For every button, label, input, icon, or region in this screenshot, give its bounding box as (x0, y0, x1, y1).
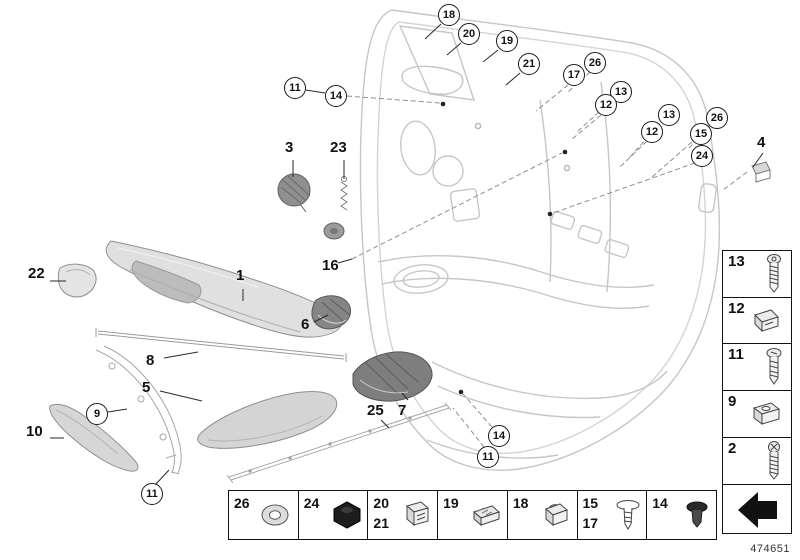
legend-row-13[interactable]: 13 (722, 250, 792, 298)
screw-icon (765, 254, 783, 294)
leader-lines-solid (50, 23, 764, 485)
callout-19[interactable]: 19 (496, 30, 518, 52)
part-9-carrier-bracket (95, 345, 182, 475)
plug-icon (683, 499, 711, 531)
legend-cell-label: 18 (512, 495, 529, 511)
legend-cell-26[interactable]: 26 (228, 490, 299, 540)
washer-icon (257, 501, 293, 529)
part-22-cover-cap (57, 263, 97, 298)
legend-symbol-box (722, 483, 792, 534)
legend-cell-label: 17 (582, 515, 599, 532)
part-16-grommet (323, 222, 345, 240)
callout-26b[interactable]: 26 (706, 107, 728, 129)
legend-row-label: 13 (728, 253, 745, 270)
callout-17[interactable]: 17 (563, 64, 585, 86)
clip-icon (470, 500, 502, 530)
door-panel-art (359, 9, 721, 471)
part-label-1[interactable]: 1 (236, 267, 245, 284)
callout-24[interactable]: 24 (691, 145, 713, 167)
screw-icon (765, 440, 783, 481)
legend-row-label: 12 (728, 299, 745, 317)
screw-icon (765, 348, 783, 386)
part-label-7[interactable]: 7 (398, 402, 407, 419)
legend-row-2[interactable]: 2 (722, 436, 792, 485)
direction-arrow-icon (734, 489, 780, 529)
callout-21[interactable]: 21 (518, 53, 540, 75)
part-label-16[interactable]: 16 (322, 257, 339, 274)
legend-cell-24[interactable]: 24 (297, 490, 369, 540)
callout-26[interactable]: 26 (584, 52, 606, 74)
part-5-armrest-pad (197, 391, 338, 449)
callout-11[interactable]: 11 (284, 77, 306, 99)
part-label-6[interactable]: 6 (301, 316, 310, 333)
legend-row-11[interactable]: 11 (722, 343, 792, 392)
leader-lines-dashed (346, 71, 748, 448)
part-1-armrest-trim (105, 240, 342, 338)
legend-row-label: 9 (728, 393, 737, 411)
legend-row-label: 2 (728, 439, 737, 457)
part-10-pull-handle (49, 403, 139, 472)
part-label-4[interactable]: 4 (757, 134, 766, 151)
clip-icon (402, 498, 432, 532)
leader-dots (440, 101, 568, 395)
part-label-10[interactable]: 10 (26, 423, 43, 440)
legend-cell-18[interactable]: 18 (506, 490, 578, 540)
callout-11b[interactable]: 11 (477, 446, 499, 468)
legend-bottom: 26 24 20 21 19 18 (228, 490, 718, 540)
expansion-rivet-icon (614, 498, 642, 532)
callout-12[interactable]: 12 (595, 94, 617, 116)
hex-nut-icon (331, 500, 363, 530)
clip-icon (751, 305, 783, 337)
legend-cell-14[interactable]: 14 (646, 490, 718, 540)
document-number: 474651 (750, 543, 790, 555)
legend-row-12[interactable]: 12 (722, 296, 792, 345)
callout-14[interactable]: 14 (325, 85, 347, 107)
part-3-speaker-cover (277, 173, 311, 213)
callout-9[interactable]: 9 (86, 403, 108, 425)
part-4-cap (751, 161, 771, 183)
legend-cell-label: 14 (652, 495, 668, 511)
callout-18[interactable]: 18 (438, 4, 460, 26)
callout-11c[interactable]: 11 (141, 483, 163, 505)
legend-row-label: 11 (728, 346, 744, 364)
part-6-handle-cap (311, 295, 352, 330)
legend-row-9[interactable]: 9 (722, 390, 792, 439)
callout-13b[interactable]: 13 (658, 104, 680, 126)
part-8-light-strip (95, 328, 347, 362)
legend-cell-label: 26 (234, 495, 250, 511)
callout-13[interactable]: 13 (610, 81, 632, 103)
callout-12b[interactable]: 12 (641, 121, 663, 143)
part-label-23[interactable]: 23 (330, 139, 347, 156)
legend-cell-label: 20 (373, 495, 389, 511)
callout-20[interactable]: 20 (458, 23, 480, 45)
legend-cell-19[interactable]: 19 (437, 490, 509, 540)
clip-nut-icon (749, 399, 783, 429)
callout-14b[interactable]: 14 (488, 425, 510, 447)
part-label-3[interactable]: 3 (285, 139, 294, 156)
legend-cell-label: 15 (582, 495, 599, 511)
legend-cell-label: 19 (443, 495, 459, 511)
part-25-seal-strip (226, 402, 452, 484)
part-7-armrest-pad-rear (352, 351, 433, 402)
legend-cell-label: 21 (373, 515, 389, 532)
clip-icon (540, 499, 572, 531)
legend-cell-20-21[interactable]: 20 21 (367, 490, 439, 540)
part-label-5[interactable]: 5 (142, 379, 151, 396)
part-23-spring-pin (340, 176, 348, 211)
part-label-25[interactable]: 25 (367, 402, 384, 419)
part-label-8[interactable]: 8 (146, 352, 155, 369)
callout-15[interactable]: 15 (690, 123, 712, 145)
legend-cell-15-17[interactable]: 15 17 (576, 490, 648, 540)
legend-right: 13 12 11 9 2 (722, 250, 792, 534)
legend-cell-label: 24 (303, 495, 320, 511)
part-label-22[interactable]: 22 (28, 265, 45, 282)
